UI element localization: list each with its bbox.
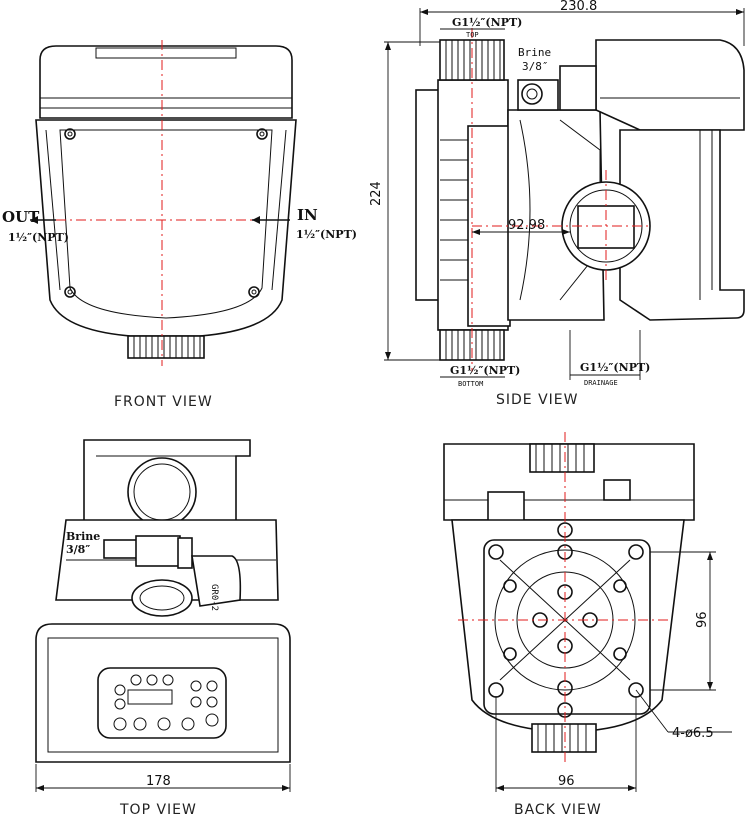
top-width: 178 [146,774,171,789]
front-view: OUT 1½″(NPT) IN 1½″(NPT) FRONT VIEW [2,40,357,410]
side-height: 224 [369,181,384,206]
top-fitting-mark: GR0-2 [209,584,219,611]
side-bottom-note: BOTTOM [458,380,483,388]
out-size: 1½″(NPT) [8,231,69,244]
back-spacing-v: 96 [695,611,710,628]
top-brine-size: 3/8″ [66,543,90,556]
back-holes-note: 4-ø6.5 [672,726,714,741]
side-drain-port: G1½″(NPT) [580,361,650,374]
side-view-title: SIDE VIEW [496,392,579,408]
side-brine-label: Brine [518,46,551,59]
in-size: 1½″(NPT) [296,228,357,241]
top-brine-label: Brine [66,530,100,543]
side-overall-width: 230.8 [560,0,597,14]
back-view-title: BACK VIEW [514,802,602,818]
side-top-port: G1½″(NPT) [452,16,522,29]
side-brine-size: 3/8″ [522,60,549,73]
back-view: 96 96 4-ø6.5 BACK VIEW [443,432,732,818]
top-view-title: TOP VIEW [119,802,197,818]
front-view-title: FRONT VIEW [114,394,213,410]
side-offset: 92.98 [508,218,545,233]
side-drain-note: DRAINAGE [584,379,618,387]
side-view: 230.8 224 [369,0,745,408]
side-top-note: TOP [466,31,479,39]
out-label: OUT [2,208,40,226]
in-label: IN [297,206,318,224]
top-view: GR0-2 Brine 3/8″ 178 TOP VIEW [35,439,291,818]
back-spacing-h: 96 [558,774,575,789]
side-bottom-port: G1½″(NPT) [450,364,520,377]
